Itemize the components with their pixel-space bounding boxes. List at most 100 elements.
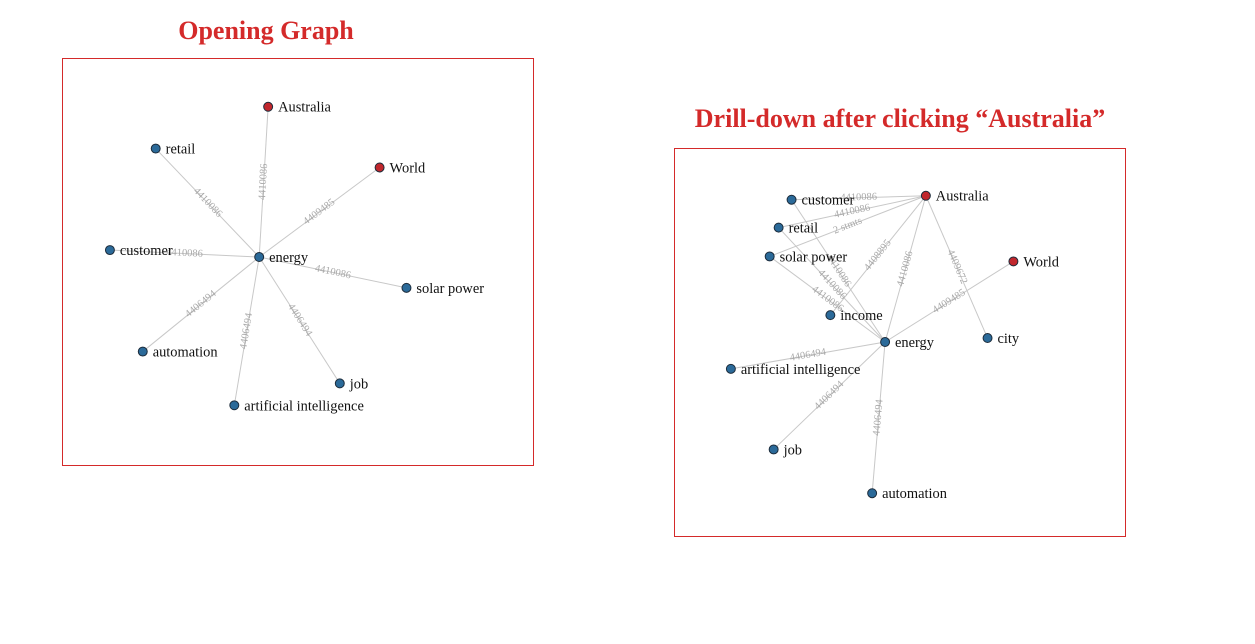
node-label: retail (166, 142, 196, 158)
edge-energy-ai[interactable] (233, 256, 260, 406)
node-dot[interactable] (137, 346, 148, 357)
node-label: solar power (416, 281, 484, 297)
node-energy[interactable]: energy (254, 250, 309, 266)
drilldown-graph-title: Drill-down after clicking “Australia” (694, 104, 1106, 133)
node-label: customer (120, 243, 173, 259)
node-layer: customer Australia retail solar power World i… (725, 189, 1060, 502)
edge-australia-customer[interactable] (791, 195, 926, 201)
node-label: income (840, 308, 882, 324)
node-dot[interactable] (768, 444, 779, 455)
node-dot[interactable] (773, 222, 784, 233)
edge-energy-automation[interactable] (871, 341, 886, 494)
edge-energy-job[interactable] (258, 256, 341, 384)
node-dot[interactable] (104, 245, 115, 256)
edge-label: 4410086 (895, 250, 915, 288)
node-ai[interactable]: artificial intelligence (725, 362, 861, 378)
edge-label: 4406494 (183, 288, 219, 320)
edge-energy-job[interactable] (773, 341, 886, 450)
node-label: city (997, 331, 1019, 347)
node-label: job (349, 376, 368, 392)
edge-australia-income[interactable] (829, 195, 927, 316)
node-dot[interactable] (254, 252, 265, 262)
edge-label: 4409672 (945, 248, 970, 286)
edge-australia-city[interactable] (925, 195, 989, 339)
node-dot[interactable] (401, 282, 412, 293)
node-solar[interactable]: solar power (401, 281, 484, 297)
node-australia[interactable]: Australia (920, 189, 989, 205)
node-dot[interactable] (1008, 256, 1019, 267)
node-label: solar power (780, 249, 848, 265)
edge-label: 4406494 (285, 302, 314, 339)
node-label: World (390, 160, 426, 176)
node-dot[interactable] (374, 162, 385, 173)
node-label: World (1023, 254, 1059, 270)
node-dot[interactable] (764, 251, 775, 262)
edge-label: 4410086 (191, 186, 224, 220)
node-job[interactable]: job (334, 376, 368, 392)
node-australia[interactable]: Australia (263, 100, 332, 116)
node-city[interactable]: city (982, 331, 1020, 347)
node-dot[interactable] (334, 378, 345, 389)
edge-australia-retail[interactable] (778, 195, 926, 229)
node-automation[interactable]: automation (137, 345, 218, 361)
edge-label: 4409485 (301, 197, 337, 228)
edge-label: 4406494 (812, 378, 846, 412)
node-dot[interactable] (229, 400, 240, 411)
node-dot[interactable] (982, 333, 993, 343)
node-automation[interactable]: automation (867, 486, 947, 502)
node-label: energy (269, 250, 309, 266)
edge-solar-energy[interactable] (769, 256, 886, 343)
node-dot[interactable] (825, 310, 836, 321)
edge-label: 4410086 (166, 247, 203, 260)
opening-graph-title: Opening Graph (178, 16, 354, 45)
edge-energy-customer[interactable] (109, 249, 260, 258)
node-retail[interactable]: retail (150, 142, 196, 158)
edge-energy-solar[interactable] (259, 256, 407, 289)
node-label: job (783, 442, 802, 458)
node-income[interactable]: income (825, 308, 883, 324)
node-world[interactable]: World (1008, 254, 1060, 270)
node-label: Australia (278, 100, 331, 116)
node-dot[interactable] (867, 488, 878, 499)
edge-energy-retail[interactable] (155, 148, 260, 258)
edge-energy-ai[interactable] (730, 341, 886, 370)
node-solar[interactable]: solar power (764, 249, 848, 265)
node-label: automation (153, 345, 218, 361)
edge-australia-energy[interactable] (884, 195, 927, 343)
node-label: artificial intelligence (244, 398, 364, 414)
node-label: energy (895, 335, 935, 351)
node-ai[interactable]: artificial intelligence (229, 398, 364, 414)
node-dot[interactable] (920, 190, 931, 201)
edge-label: 4410086 (257, 163, 270, 200)
node-customer[interactable]: customer (104, 243, 173, 259)
node-dot[interactable] (880, 337, 891, 347)
node-label: customer (802, 193, 855, 209)
edge-energy-automation[interactable] (142, 256, 260, 352)
edge-energy-world[interactable] (884, 260, 1014, 343)
node-label: retail (789, 221, 819, 237)
node-customer[interactable]: customer (786, 193, 855, 209)
node-dot[interactable] (263, 101, 274, 112)
node-dot[interactable] (725, 363, 736, 374)
node-job[interactable]: job (768, 442, 802, 458)
node-label: artificial intelligence (741, 362, 861, 378)
opening-graph-canvas[interactable]: 4410086 4410086 4409485 4410086 4410086 44064… (62, 58, 534, 466)
node-energy[interactable]: energy (880, 335, 935, 351)
edge-energy-australia[interactable] (258, 106, 269, 258)
node-dot[interactable] (786, 194, 797, 205)
edge-label: 4410086 (840, 192, 877, 204)
node-label: automation (882, 486, 947, 502)
edge-label: 4406494 (871, 398, 885, 436)
edge-label: 4409485 (931, 287, 968, 316)
edge-label: 4408895 (862, 238, 893, 273)
edge-customer-energy[interactable] (791, 199, 886, 343)
edge-label: 4410086 (314, 263, 352, 281)
node-label: Australia (936, 189, 989, 205)
node-world[interactable]: World (374, 160, 426, 176)
edge-retail-energy[interactable] (778, 227, 886, 343)
node-dot[interactable] (150, 143, 161, 154)
edge-energy-world[interactable] (258, 167, 380, 258)
node-retail[interactable]: retail (773, 221, 819, 237)
